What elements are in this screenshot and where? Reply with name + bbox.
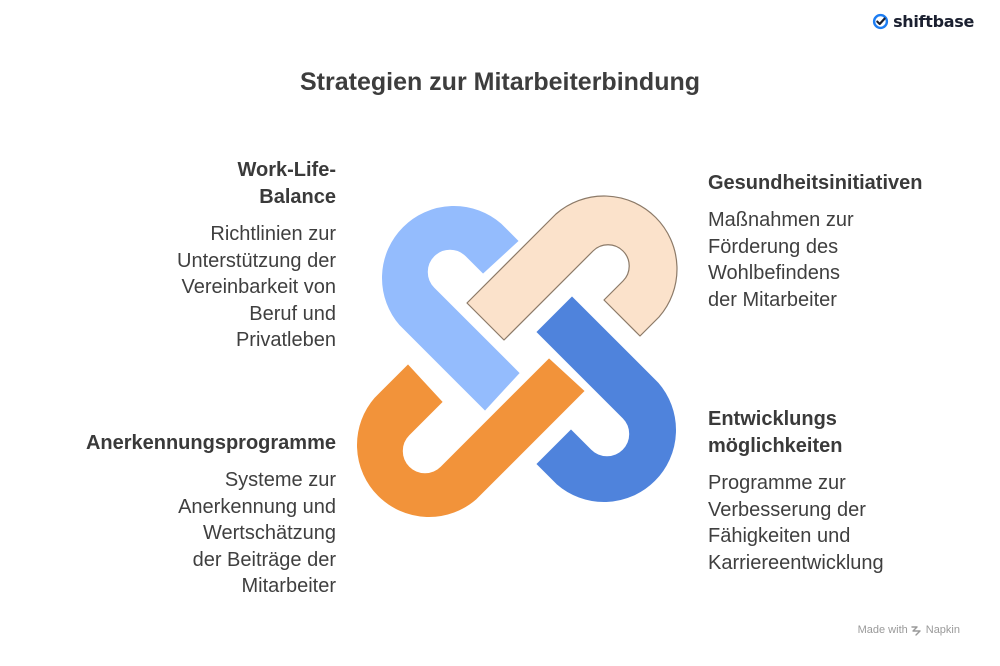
item-entwicklungsmoeglichkeiten: Entwicklungs möglichkeiten Programme zur… <box>708 406 968 576</box>
link-anerkennung <box>355 356 587 519</box>
item-description: Richtlinien zur Unterstützung der Verein… <box>177 223 336 351</box>
diagram-title: Strategien zur Mitarbeiterbindung <box>299 68 701 96</box>
brand-name: shiftbase <box>893 12 974 31</box>
napkin-label: Napkin <box>925 624 960 636</box>
item-work-life-balance: Work-Life- Balance Richtlinien zur Unter… <box>130 157 336 354</box>
napkin-icon <box>911 625 921 636</box>
item-heading: Work-Life- Balance <box>237 159 336 208</box>
item-heading: Gesundheitsinitiativen <box>708 172 923 194</box>
link-gesundheit <box>466 195 678 341</box>
item-description: Maßnahmen zur Förderung des Wohlbefinden… <box>708 209 854 311</box>
item-description: Systeme zur Anerkennung und Wertschätzun… <box>178 469 336 597</box>
item-gesundheitsinitiativen: Gesundheitsinitiativen Maßnahmen zur För… <box>708 170 968 313</box>
item-description: Programme zur Verbesserung der Fähigkeit… <box>708 472 884 574</box>
link-entwicklung <box>534 294 678 504</box>
item-heading: Entwicklungs möglichkeiten <box>708 408 843 457</box>
link-work-life-balance <box>380 204 522 413</box>
item-heading: Anerkennungsprogramme <box>85 432 336 454</box>
made-with-napkin-badge[interactable]: Made with Napkin <box>858 624 960 636</box>
shiftbase-logo: shiftbase <box>872 12 974 31</box>
item-anerkennungsprogramme: Anerkennungsprogramme Systeme zur Anerke… <box>40 430 336 600</box>
shiftbase-check-icon <box>872 13 889 30</box>
made-with-label: Made with <box>857 624 908 636</box>
